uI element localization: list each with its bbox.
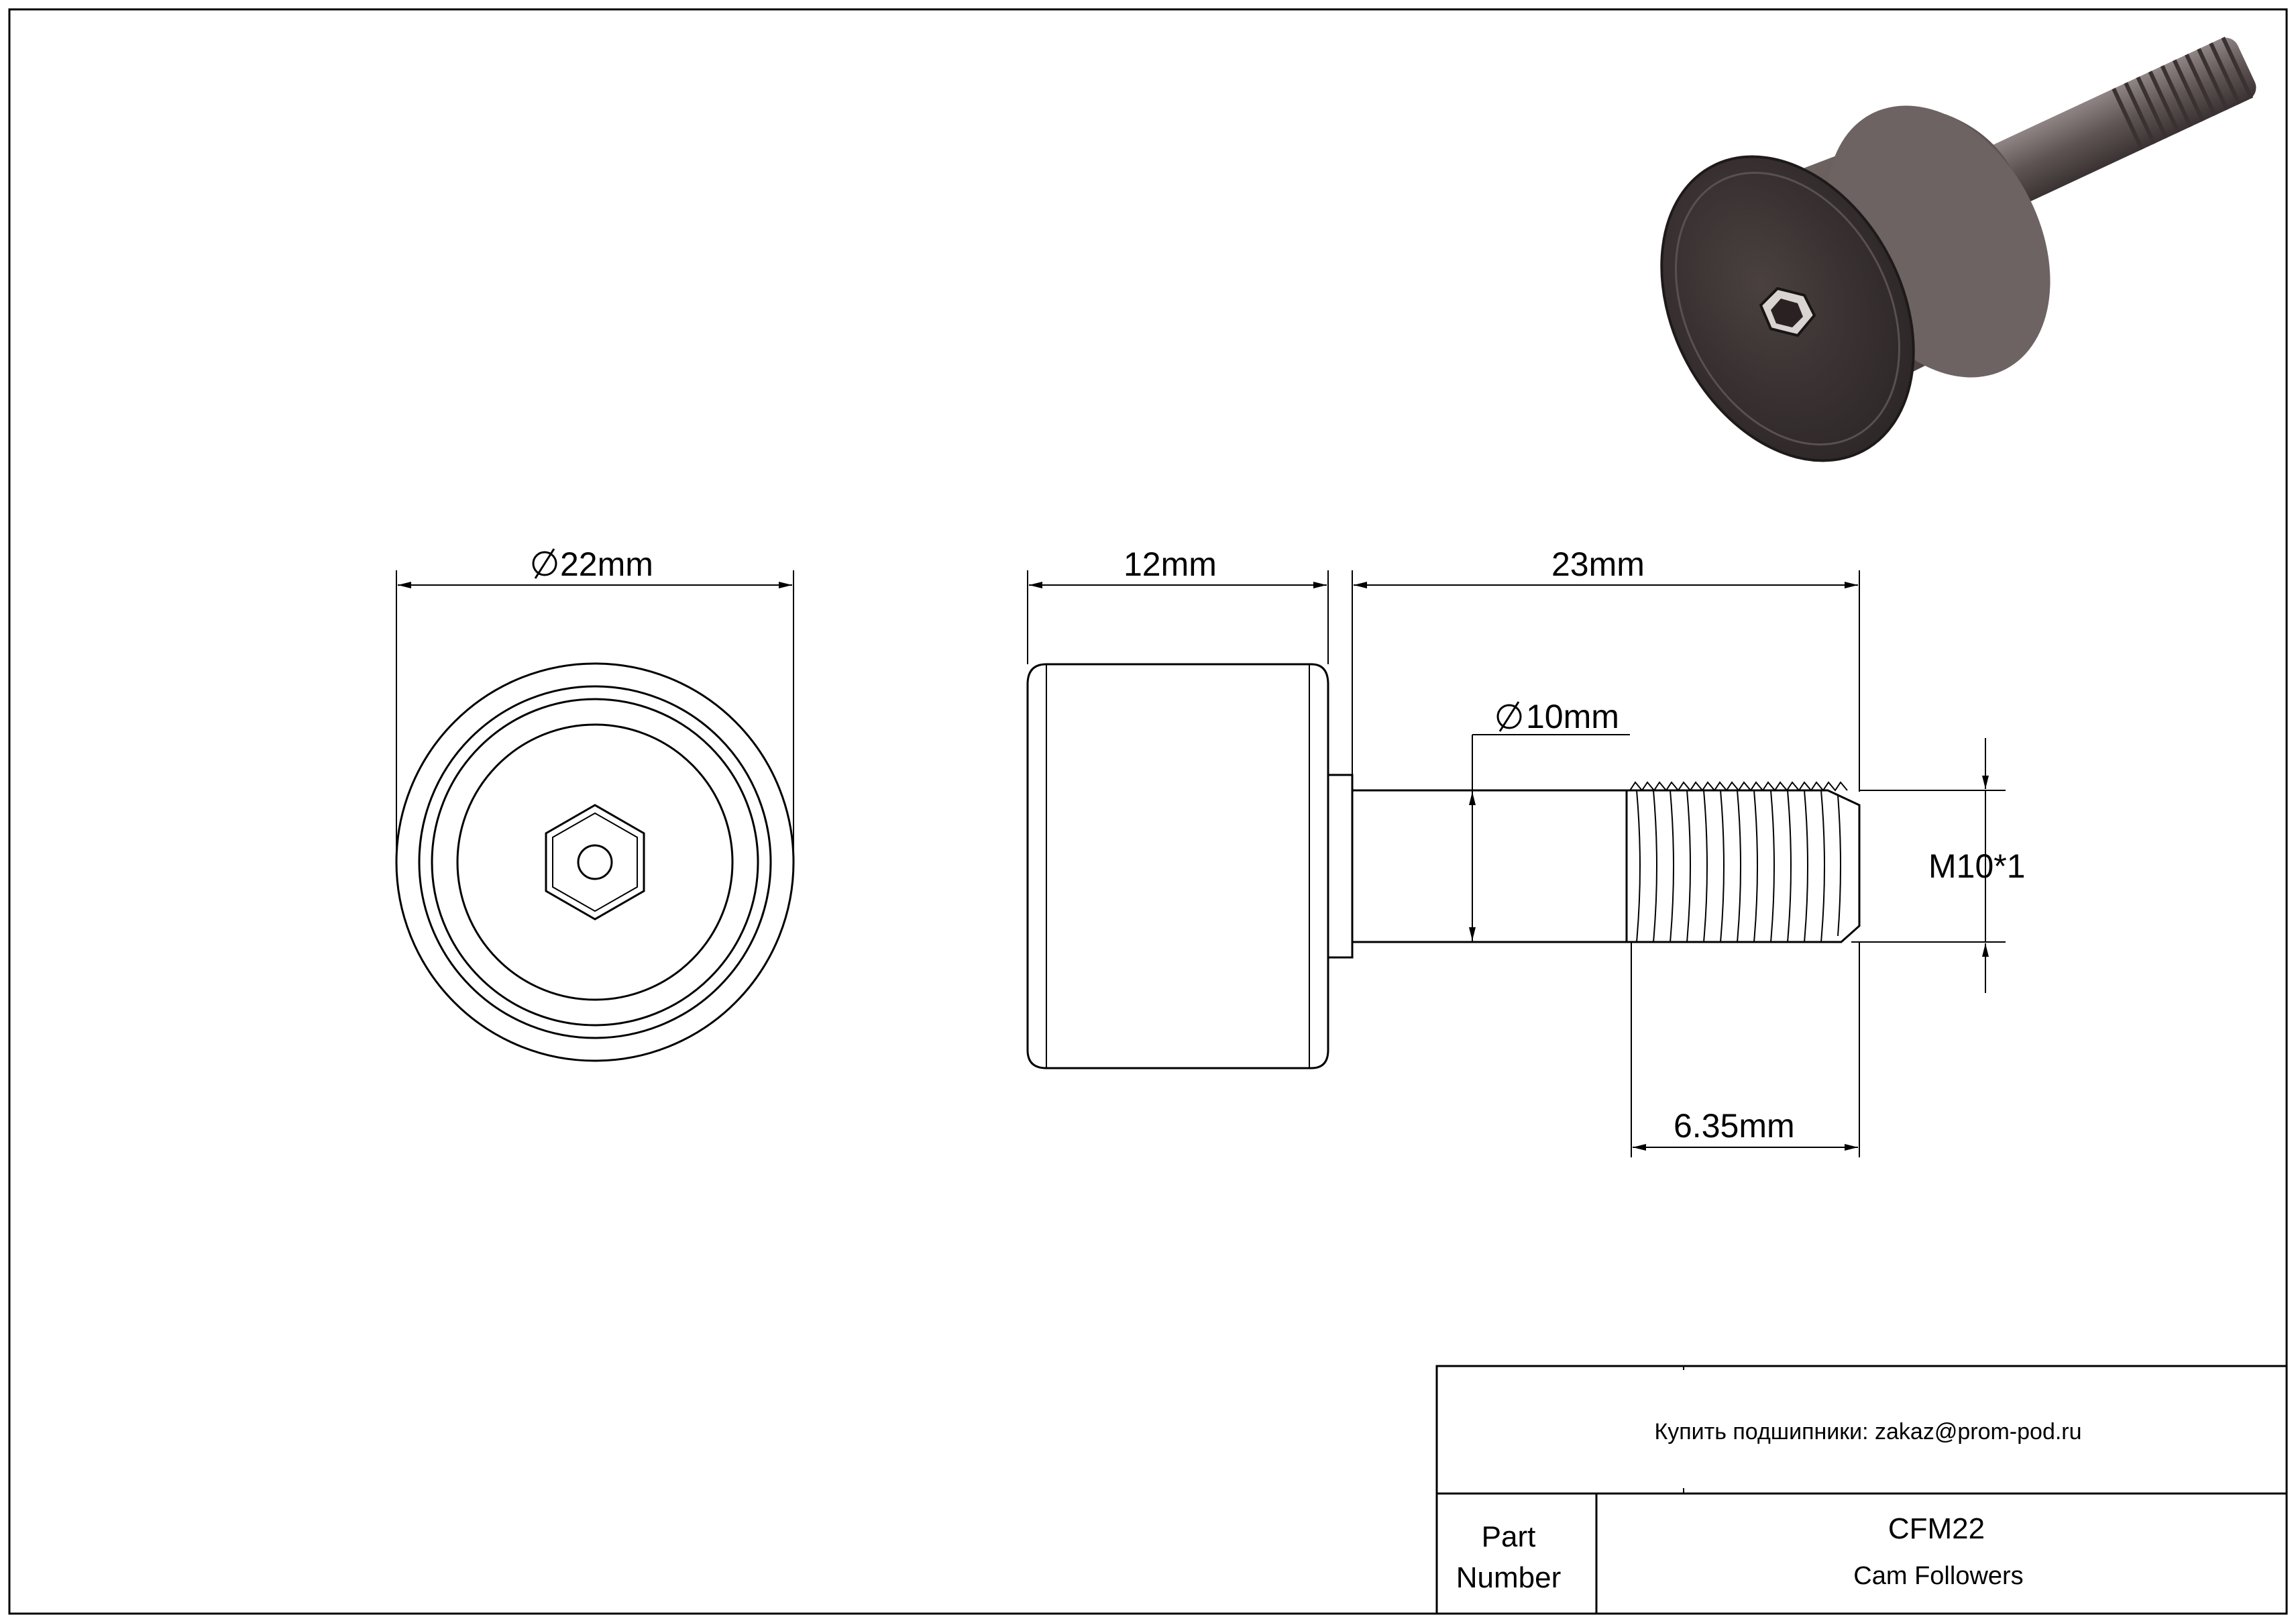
- part-label-line1: Part: [1482, 1520, 1536, 1553]
- part-type: Cam Followers: [1853, 1562, 2023, 1590]
- side-view: 12mm 23mm 10mm M10*1 6.35mm: [1026, 545, 2026, 1157]
- sheet-border: [8, 8, 2288, 1615]
- diameter-symbol-stud: [1496, 701, 1522, 732]
- title-block: Купить подшипники: zakaz@prom-pod.ru Par…: [1435, 1365, 2288, 1615]
- diameter-symbol: [532, 548, 557, 579]
- dim-thread-length: 6.35mm: [1674, 1107, 1795, 1145]
- product-render: [1660, 36, 2256, 462]
- dim-roller-width: 12mm: [1124, 545, 1217, 583]
- dim-thread: M10*1: [1928, 847, 2026, 885]
- part-label-line2: Number: [1456, 1561, 1562, 1594]
- part-number: CFM22: [1888, 1512, 1985, 1545]
- front-view: 22mm: [395, 545, 795, 1062]
- dim-stud-diameter: 10mm: [1526, 698, 1619, 735]
- dim-outer-diameter: 22mm: [560, 545, 653, 583]
- contact-text: Купить подшипники: zakaz@prom-pod.ru: [1654, 1419, 2081, 1445]
- dim-stud-length: 23mm: [1551, 545, 1645, 583]
- thread-profile: [1625, 781, 1861, 943]
- hex-socket-outline: [545, 804, 645, 921]
